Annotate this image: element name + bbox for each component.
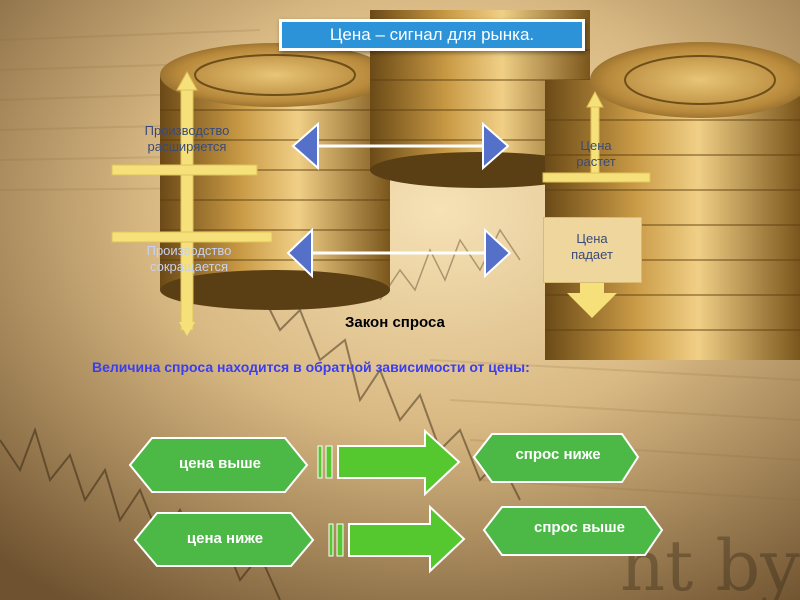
production-shrinks-bar	[111, 231, 273, 243]
arrow-row2	[328, 504, 466, 574]
price-falls-down-arrow	[567, 283, 617, 318]
price-rises-bar	[542, 172, 651, 183]
pill-demand-lower	[472, 433, 640, 483]
text-price-lower: цена ниже	[186, 530, 264, 547]
text-price-higher: цена выше	[178, 455, 261, 472]
text-demand-higher: спрос выше	[534, 519, 625, 536]
price-falls-box	[543, 217, 642, 283]
slide-title: Цена – сигнал для рынка.	[279, 19, 585, 51]
pill-demand-higher	[482, 506, 664, 556]
pill-price-lower	[133, 512, 315, 567]
arrow-row1	[317, 428, 461, 497]
demand-statement: Величина спроса находится в обратной зав…	[92, 359, 530, 375]
text-demand-lower: спрос ниже	[515, 446, 601, 463]
double-arrow-top	[291, 121, 510, 171]
double-arrow-bottom	[286, 227, 512, 279]
label-price-falls: Цена падает	[571, 231, 613, 262]
label-production-shrinks: Производство сокращается	[146, 243, 232, 274]
law-of-demand-heading: Закон спроса	[345, 314, 445, 331]
pill-price-higher	[128, 437, 309, 493]
label-price-rises: Цена растет	[576, 138, 616, 169]
label-production-expands: Производство расширяется	[144, 123, 230, 154]
production-expands-bar	[111, 164, 258, 176]
production-vertical-arrow	[176, 70, 198, 336]
